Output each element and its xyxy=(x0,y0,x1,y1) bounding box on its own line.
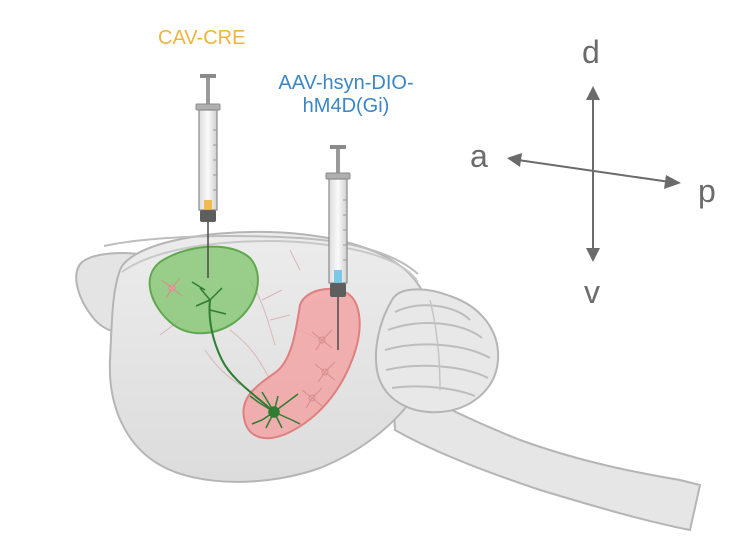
axon-terminals xyxy=(191,281,227,315)
syringe-icon xyxy=(195,74,221,278)
midline-fold xyxy=(103,235,419,275)
axis-label-posterior: p xyxy=(698,173,716,209)
orientation-compass-icon xyxy=(507,86,681,262)
faint-neurons xyxy=(161,277,336,409)
axis-label-anterior: a xyxy=(470,138,488,174)
axon-projection xyxy=(208,299,275,413)
axis-label-ventral: v xyxy=(584,274,600,310)
virus-label-cav-cre: CAV-CRE xyxy=(158,27,246,49)
axis-label-dorsal: d xyxy=(582,34,600,70)
brainstem xyxy=(390,378,702,532)
cerebellum xyxy=(374,288,500,414)
syringe-icon xyxy=(325,145,351,350)
virus-label-aav-dreadd: AAV-hsyn-DIO- hM4D(Gi) xyxy=(278,72,414,117)
neuron-icon xyxy=(249,391,301,429)
cerebrum-rim xyxy=(121,240,419,283)
